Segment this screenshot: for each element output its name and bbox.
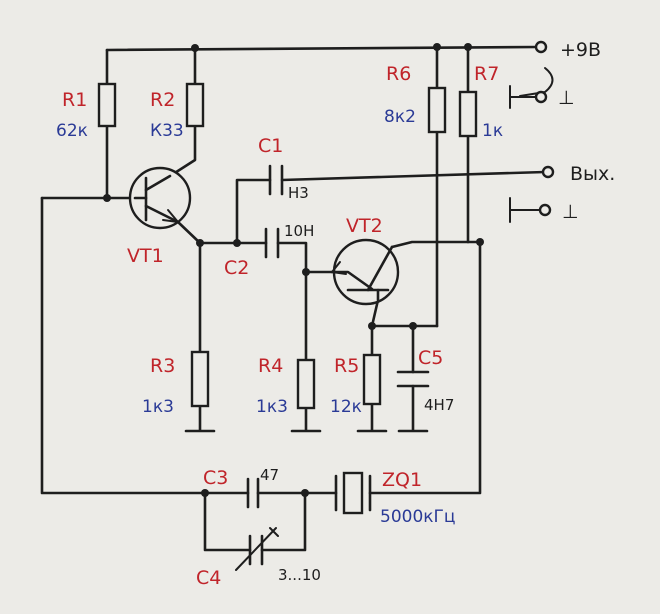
r3-value: 1к3 [142, 397, 174, 417]
resistor-r5-body [362, 353, 382, 406]
c1-ref: C1 [258, 135, 283, 157]
capacitor-c5-symbol [396, 370, 430, 388]
output-label: Вых. [570, 163, 615, 185]
capacitor-c2-symbol [264, 227, 280, 259]
crystal-zq1-symbol [334, 471, 372, 515]
resistor-r1-body [97, 82, 117, 128]
zq1-value: 5000кГц [380, 507, 455, 527]
c4-value: 3...10 [278, 566, 321, 584]
c4-ref: C4 [196, 567, 221, 589]
wires [40, 45, 554, 552]
r3-ref: R3 [150, 355, 175, 377]
supply-ground-terminal [534, 90, 548, 104]
c1-value: Н3 [288, 184, 309, 202]
c5-value: 4Н7 [424, 396, 454, 414]
supply-terminal [534, 40, 548, 54]
transistor-vt2-symbol [330, 238, 400, 306]
resistor-r2-body [185, 82, 205, 128]
r6-ref: R6 [386, 63, 411, 85]
capacitor-c3-symbol [246, 477, 260, 509]
resistor-r6-body [427, 86, 447, 134]
capacitor-c1-symbol [268, 164, 284, 196]
r2-ref: R2 [150, 89, 175, 111]
r7-value: 1к [482, 121, 503, 141]
junction-dots [103, 43, 484, 497]
c3-ref: C3 [203, 467, 228, 489]
r6-value: 8к2 [384, 107, 416, 127]
supply-voltage-label: +9B [560, 39, 601, 61]
output-terminal [541, 165, 555, 179]
supply-ground-symbol: ⊥ [558, 87, 575, 109]
resistor-r7-body [458, 90, 478, 138]
r7-ref: R7 [474, 63, 499, 85]
c5-ref: C5 [418, 347, 443, 369]
r5-value: 12к [330, 397, 362, 417]
resistor-r3-body [190, 350, 210, 408]
c3-value: 47 [260, 466, 279, 484]
r1-ref: R1 [62, 89, 87, 111]
vt1-ref: VT1 [127, 245, 164, 267]
r4-ref: R4 [258, 355, 283, 377]
vt2-ref: VT2 [346, 215, 383, 237]
output-ground-terminal [538, 203, 552, 217]
transistor-vt1-symbol [128, 166, 192, 230]
r1-value: 62к [56, 121, 88, 141]
r5-ref: R5 [334, 355, 359, 377]
r4-value: 1к3 [256, 397, 288, 417]
zq1-ref: ZQ1 [382, 469, 422, 491]
c2-ref: C2 [224, 257, 249, 279]
c2-value: 10Н [284, 222, 314, 240]
r2-value: К33 [150, 121, 184, 141]
resistor-r4-body [296, 358, 316, 410]
output-ground-symbol: ⊥ [562, 201, 579, 223]
terminals [534, 40, 555, 217]
capacitor-c4-symbol [235, 527, 279, 571]
